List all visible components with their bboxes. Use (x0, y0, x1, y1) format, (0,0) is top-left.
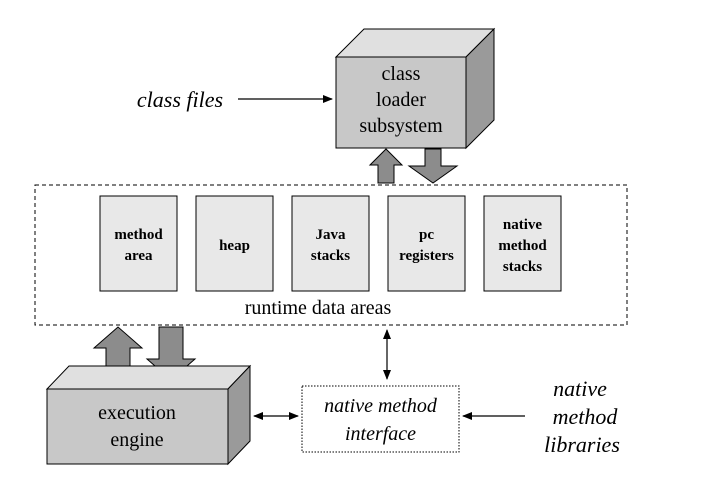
native-method-interface-box (301, 385, 460, 453)
runtime-data-areas-label: runtime data areas (245, 297, 392, 319)
native-method-interface-line2: interface (345, 423, 416, 445)
native-method-stacks-line3: stacks (503, 259, 542, 275)
down-block-arrow-from-loader (407, 148, 459, 184)
class-loader-line1: class (382, 63, 421, 85)
class-loader-line3: subsystem (359, 115, 443, 137)
execution-engine: execution engine (45, 364, 252, 466)
pc-registers-line2: registers (399, 248, 454, 264)
class-loader-line2: loader (376, 89, 426, 111)
native-method-stacks-line2: method (498, 238, 547, 254)
java-stacks-line1: Java (316, 227, 347, 243)
class-loader-front-face (335, 56, 467, 149)
heap-line1: heap (219, 238, 250, 254)
native-method-libraries-line1: native (553, 376, 607, 401)
pc-registers-box: pc registers (387, 195, 466, 292)
method-area-box: method area (99, 195, 178, 292)
execution-engine-top-face (45, 365, 252, 390)
method-area-line2: area (124, 248, 153, 264)
heap-box: heap (195, 195, 274, 292)
native-method-libraries-line3: libraries (544, 432, 620, 457)
execution-engine-front-face (46, 388, 229, 465)
up-block-arrow-to-loader (368, 148, 404, 184)
native-method-libraries-line2: method (553, 404, 619, 429)
method-area-line1: method (114, 227, 163, 243)
execution-engine-line2: engine (110, 429, 163, 451)
java-stacks-line2: stacks (311, 248, 350, 264)
class-files-label: class files (137, 87, 223, 112)
native-method-stacks-box: native method stacks (483, 195, 562, 292)
class-loader-subsystem: class loader subsystem (334, 27, 496, 150)
pc-registers-line1: pc (419, 227, 434, 243)
execution-engine-line1: execution (98, 402, 176, 424)
native-method-stacks-line1: native (503, 217, 543, 233)
native-method-interface-line1: native method (324, 395, 438, 417)
java-stacks-box: Java stacks (291, 195, 370, 292)
